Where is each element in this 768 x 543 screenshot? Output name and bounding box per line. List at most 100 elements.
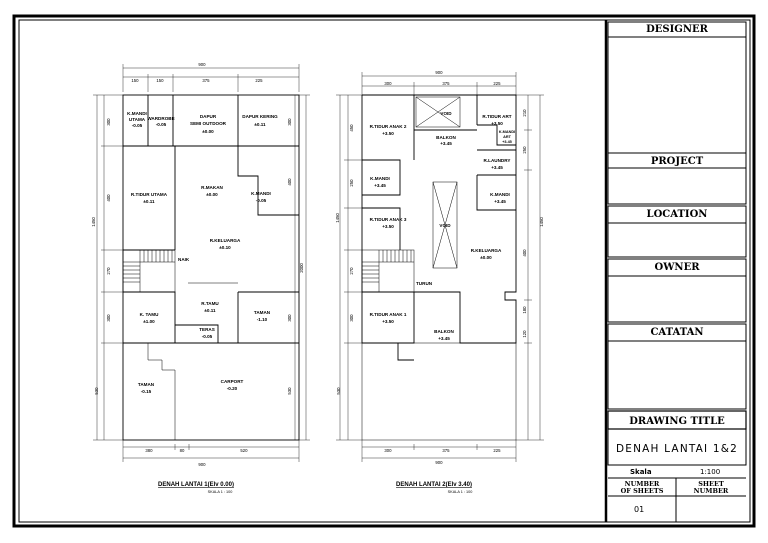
plan2-dim-right-5: 120 [522,330,527,338]
plan2-room-void-top: VOID [440,111,452,116]
plan2-room-rkeluarga: R.KELUARGA [471,248,502,253]
number-of-sheets-label-1: NUMBER [625,480,660,488]
plan2-room-kmandi-art: K.MANDI [499,130,515,134]
plan2-room-balkon-top: BALKON [436,135,456,140]
sheet-border [12,14,756,528]
plan1-room-kmandi: K.MANDI [251,191,271,196]
plan1-room-carport-elev: -0.20 [227,386,238,391]
plan1-dim-right-3: 300 [287,314,292,322]
plan2-dim-left-3: 270 [349,267,354,275]
plan1-room-kmandi-elev: -0.05 [256,198,267,203]
plan2-room-rtidur-anak3: R.TIDUR ANAK 3 [370,217,407,222]
plan2-room-rtidur-anak3-elev: +3.50 [382,224,394,229]
plan1-dim-top-total: 900 [198,62,206,67]
plan1-room-wardrobe-elev: -0.05 [156,122,167,127]
title-block: DESIGNER PROJECT LOCATION OWNER CATATAN … [604,20,747,522]
plan1-dim-right-2: 400 [287,178,292,186]
floor-plan-2: 900 300 375 225 1450 450 250 270 300 530… [335,70,544,494]
plan1-dim-left-3: 270 [106,267,111,275]
plan2-dim-top-1: 300 [384,81,392,86]
plan2-dim-top-total: 900 [435,70,443,75]
plan2-room-balkon-bottom: BALKON [434,329,454,334]
plan1-room-ktamu-elev: ±1.00 [143,319,155,324]
plan1-room-dapur-kering-elev: ±0.11 [254,122,266,127]
plan1-title: DENAH LANTAI 1(Elv 0.00) [158,482,234,488]
plan2-stairs [361,249,415,293]
plan1-dim-right-1: 300 [287,118,292,126]
plan1-stairs [122,249,176,293]
plan2-room-kmandi-left: K.MANDI [370,176,390,181]
plan1-scale: SKALA 1 : 100 [208,490,233,494]
plan2-room-kmandi-art-sub: ART [503,135,511,139]
plan2-room-rlaundry-elev: +3.45 [491,165,503,170]
plan2-title: DENAH LANTAI 2(Elv 3.40) [396,482,472,488]
plan1-room-rmakan: R.MAKAN [201,185,223,190]
plan2-dim-left-1: 450 [349,124,354,132]
plan2-stairs-label: TURUN [416,281,433,286]
plan2-room-rkeluarga-elev: ±0.00 [480,255,492,260]
plan2-room-kmandi-left-elev: +3.45 [374,183,386,188]
owner-label: OWNER [654,262,700,273]
plan2-room-rtidur-anak1: R.TIDUR ANAK 1 [370,312,407,317]
sheet-inner-border [18,19,751,523]
plan1-room-dapur: DAPUR [200,114,217,119]
plan1-dim-top-1: 150 [131,78,139,83]
plan2-room-rtidur-anak2-elev: +3.50 [382,131,394,136]
plan1-room-dapur-sub: SEMI OUTDOOR [190,121,227,126]
sheet-number-label-2: NUMBER [694,487,729,495]
plan1-dim-right-4: 530 [287,387,292,395]
plan1-room-rtidur-utama-elev: ±0.11 [143,199,155,204]
plan1-dim-left-1: 300 [106,118,111,126]
plan1-room-carport: CARPORT [221,379,244,384]
plan2-room-kmandi-art-elev: +3.45 [502,140,512,144]
plan2-room-rlaundry: R.LAUNDRY [484,158,511,163]
plan1-room-rkeluarga-elev: ±0.10 [219,245,231,250]
plan2-dim-top-2: 375 [442,81,450,86]
scale-label: Skala [630,468,652,476]
plan1-dim-top-2: 150 [156,78,164,83]
plan2-room-kmandi-right-elev: +3.45 [494,199,506,204]
plan1-room-taman-right: TAMAN [254,310,271,315]
plan2-dim-bottom-3: 225 [493,448,501,453]
plan1-dim-bottom-1: 380 [145,448,153,453]
plan1-room-teras-elev: -0.05 [202,334,213,339]
scale-value: 1:100 [700,468,720,476]
plan1-room-rtamu-elev: ±0.11 [204,308,216,313]
plan1-room-teras: TERAS [199,327,215,332]
plan2-dim-bottom-2: 375 [442,448,450,453]
plan2-dim-right-2: 250 [522,146,527,154]
plan2-dim-bottom-1: 300 [384,448,392,453]
plan1-room-ktamu: K. TAMU [140,312,159,317]
drawing-title-label: DRAWING TITLE [629,416,725,427]
designer-label: DESIGNER [646,24,708,35]
plan2-room-rtidur-art: R.TIDUR ART [482,114,511,119]
plan2-dim-left-4: 300 [349,314,354,322]
plan1-room-rmakan-elev: ±0.00 [206,192,218,197]
plan1-room-dapur-kering: DAPUR KERING [242,114,278,119]
location-label: LOCATION [647,209,708,220]
plan2-room-balkon-bottom-elev: +3.45 [438,336,450,341]
plan1-room-rkeluarga: R.KELUARGA [210,238,241,243]
plan1-dim-left-total: 1450 [91,217,96,227]
plan1-dim-bottom-2: 80 [180,448,185,453]
plan2-room-rtidur-anak1-elev: +3.50 [382,319,394,324]
plan1-room-kmandi-utama-sub: UTAMA [129,117,146,122]
plan1-dim-right-total: 2000 [299,263,304,273]
plan1-room-rtamu: R.TAMU [201,301,219,306]
sheet-number-label-1: SHEET [698,480,724,488]
plan1-dim-top-3: 375 [202,78,210,83]
plan1-dim-left-2: 400 [106,194,111,202]
plan2-dim-top-3: 225 [493,81,501,86]
plan1-room-taman-left-elev: -0.15 [141,389,152,394]
plan2-dim-left-total: 1450 [335,213,340,223]
plan2-dim-bottom-total: 900 [435,460,443,465]
project-label: PROJECT [651,156,704,167]
plan2-room-kmandi-right: K.MANDI [490,192,510,197]
plan1-room-kmandi-utama: K.MANDI [127,111,147,116]
plan1-dim-left-5: 530 [94,387,99,395]
plan1-room-rtidur-utama: R.TIDUR UTAMA [131,192,168,197]
plan2-dim-right-1: 210 [522,109,527,117]
notes-label: CATATAN [650,327,703,338]
floor-plan-1: 900 150 150 375 225 1450 300 400 270 300… [91,62,310,494]
